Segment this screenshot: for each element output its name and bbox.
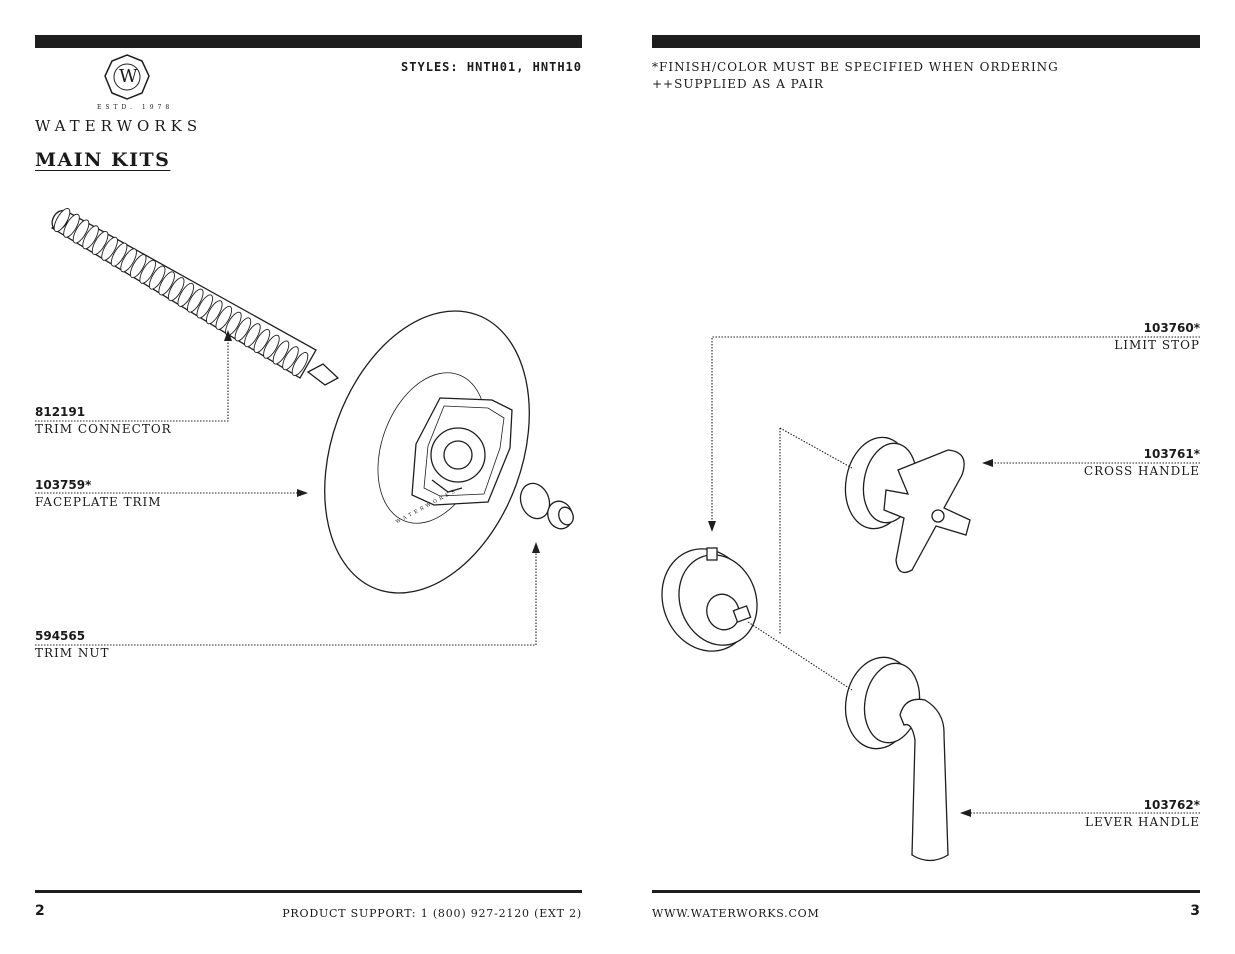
- website-link[interactable]: WWW.WATERWORKS.COM: [652, 907, 820, 920]
- thread-ring: [253, 329, 271, 353]
- thread-ring: [139, 259, 156, 284]
- faceplate-trim-drawing: [324, 310, 530, 594]
- thread-ring: [177, 282, 195, 307]
- part-label-trim-connector: TRIM CONNECTOR: [35, 422, 172, 436]
- thread-ring: [263, 334, 280, 359]
- left-arrowheads: [224, 330, 540, 553]
- part-label-limit-stop: LIMIT STOP: [1114, 338, 1200, 352]
- part-number-faceplate-trim: 103759*: [35, 478, 92, 492]
- trim-connector-drawing: [50, 208, 340, 386]
- part-number-cross-handle: 103761*: [1143, 447, 1200, 461]
- left-header-bar: [35, 35, 582, 48]
- thread-ring: [272, 340, 290, 365]
- part-label-faceplate-trim: FACEPLATE TRIM: [35, 495, 162, 509]
- logo-monogram: W: [119, 66, 138, 87]
- thread-ring: [187, 288, 204, 313]
- styles-label: STYLES: HNTH01, HNTH10: [401, 60, 582, 74]
- lever-handle-drawing: [844, 656, 949, 862]
- right-page-number: 3: [1190, 903, 1200, 919]
- brand-name: WATERWORKS: [35, 117, 203, 135]
- left-page-number: 2: [35, 903, 45, 919]
- limit-stop-drawing: [661, 547, 758, 652]
- thread-ring: [167, 277, 185, 302]
- thread-ring: [72, 219, 90, 244]
- part-label-cross-handle: CROSS HANDLE: [1083, 464, 1200, 478]
- finish-note: *FINISH/COLOR MUST BE SPECIFIED WHEN ORD…: [652, 60, 1059, 74]
- part-label-trim-nut: TRIM NUT: [35, 646, 110, 660]
- thread-ring: [82, 225, 99, 250]
- right-footer-rule: [652, 890, 1200, 893]
- part-number-trim-nut: 594565: [35, 629, 86, 643]
- thread-ring: [91, 231, 109, 255]
- thread-ring: [158, 271, 175, 296]
- thread-ring: [129, 254, 147, 279]
- cross-handle-drawing: [844, 436, 971, 574]
- trim-nut-drawing: [519, 482, 574, 530]
- thread-ring: [282, 346, 299, 371]
- thread-ring: [234, 317, 252, 342]
- thread-ring: [291, 352, 309, 376]
- pair-note: ++SUPPLIED AS A PAIR: [652, 77, 825, 91]
- logo-established: ESTD. 1978: [97, 104, 174, 111]
- product-support: PRODUCT SUPPORT: 1 (800) 927-2120 (EXT 2…: [282, 907, 582, 920]
- part-label-lever-handle: LEVER HANDLE: [1085, 815, 1200, 829]
- right-arrowheads: [708, 459, 993, 817]
- part-number-limit-stop: 103760*: [1143, 321, 1200, 335]
- thread-ring: [244, 323, 261, 348]
- thread-ring: [101, 236, 118, 261]
- left-leader-lines: [35, 335, 537, 646]
- thread-ring: [63, 213, 80, 238]
- thread-ring: [148, 265, 166, 290]
- section-title: MAIN KITS: [35, 149, 171, 171]
- right-header-bar: [652, 35, 1200, 48]
- left-footer-rule: [35, 890, 582, 893]
- thread-ring: [206, 300, 223, 325]
- thread-ring: [196, 294, 214, 319]
- thread-ring: [215, 305, 233, 330]
- part-number-lever-handle: 103762*: [1143, 798, 1200, 812]
- waterworks-logo: [104, 54, 150, 100]
- part-number-trim-connector: 812191: [35, 405, 86, 419]
- thread-ring: [120, 248, 137, 273]
- thread-ring: [110, 242, 128, 267]
- right-leader-lines: [711, 336, 1200, 814]
- thread-ring: [53, 208, 71, 232]
